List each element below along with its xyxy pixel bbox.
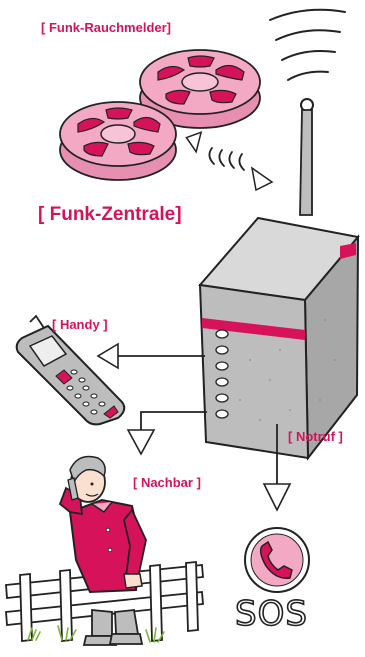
radio-waves-icon <box>270 10 345 80</box>
emergency-call-label: [ Notruf ] <box>288 429 343 444</box>
arrow-to-neighbor <box>128 412 207 454</box>
central-unit-label: [ Funk-Zentrale] <box>38 204 182 226</box>
mobile-phone-icon <box>17 316 125 424</box>
wireless-link-arrow <box>183 128 272 190</box>
antenna-icon <box>300 99 313 215</box>
mobile-label: [ Handy ] <box>52 317 108 332</box>
central-unit-icon <box>200 218 358 458</box>
arrow-to-mobile <box>98 344 205 368</box>
smoke-detector-label: [ Funk-Rauchmelder] <box>41 20 171 35</box>
smoke-detector-icon-2 <box>60 102 176 180</box>
neighbor-label: [ Nachbar ] <box>133 475 201 490</box>
sos-text: SOS <box>235 594 308 634</box>
emergency-phone-icon <box>245 528 309 592</box>
